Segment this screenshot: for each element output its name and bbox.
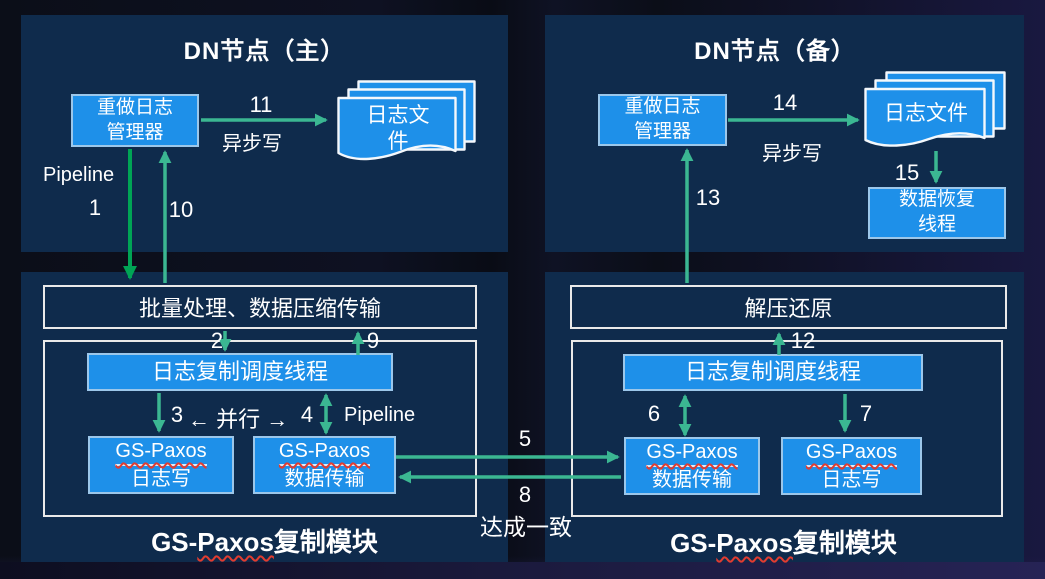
paxos-module-frame-primary [43,340,477,517]
decompress-box: 解压还原 [570,285,1007,329]
gs-paxos-data-transfer-standby-en: GS-Paxos [646,439,738,467]
module-label-standby-prefix: GS- [670,528,717,558]
batch-compress-box: 批量处理、数据压缩传输 [43,285,477,329]
module-label-primary-paxos: Paxos [197,527,274,557]
log-files-standby-label: 日志文件 [884,101,968,125]
data-recovery-thread-label: 数据恢复线程 [898,189,975,235]
label-10: 10 [168,197,194,222]
label-8: 8 [518,482,532,507]
label-2: 2 [210,328,224,353]
label-pipeline-primary: Pipeline [43,164,115,186]
gs-paxos-data-transfer-standby-zh: 数据传输 [652,469,732,491]
gs-paxos-log-writer-primary-zh: 日志写 [131,468,191,490]
label-12: 12 [790,328,816,353]
label-5: 5 [518,426,532,451]
title-dn-standby: DN节点（备） [694,38,856,65]
label-consensus: 达成一致 [480,514,572,540]
batch-compress-label: 批量处理、数据压缩传输 [138,296,381,321]
background-bottom-band [0,562,1045,579]
label-parallel: ← 并行 → [188,407,289,432]
gs-paxos-log-writer-standby: GS-Paxos 日志写 [781,437,922,495]
gs-paxos-data-transfer-primary-en: GS-Paxos [278,438,371,466]
gs-paxos-log-writer-primary-en: GS-Paxos [115,438,207,466]
log-files-stack-primary-icon [337,80,476,161]
label-7: 7 [859,401,873,426]
gs-paxos-data-transfer-standby: GS-Paxos 数据传输 [624,437,760,495]
module-label-primary-suffix: 复制模块 [273,527,378,557]
label-11: 11 [249,92,273,117]
title-dn-primary: DN节点（主） [183,38,346,65]
gs-paxos-log-writer-primary: GS-Paxos 日志写 [88,436,234,494]
label-pipeline-paxos: Pipeline [344,404,416,426]
log-replication-scheduler-standby: 日志复制调度线程 [623,354,923,391]
module-label-standby-paxos: Paxos [716,528,793,558]
module-label-standby: GS-Paxos复制模块 [543,523,1024,560]
label-13: 13 [695,185,721,210]
label-4: 4 [300,402,314,427]
gs-paxos-data-transfer-primary: GS-Paxos 数据传输 [253,436,396,494]
label-9: 9 [366,328,380,353]
label-async-write-primary: 异步写 [222,133,282,155]
module-label-standby-suffix: 复制模块 [792,528,897,558]
decompress-label: 解压还原 [744,296,833,321]
label-1: 1 [88,195,102,220]
data-recovery-thread: 数据恢复线程 [868,187,1006,239]
label-6: 6 [647,401,661,426]
gs-paxos-log-writer-standby-zh: 日志写 [821,469,882,491]
label-14: 14 [772,90,798,115]
log-replication-scheduler-primary: 日志复制调度线程 [87,353,393,391]
label-async-write-standby: 异步写 [762,143,822,165]
gs-paxos-data-transfer-primary-zh: 数据传输 [284,468,365,490]
log-replication-scheduler-standby-label: 日志复制调度线程 [684,359,861,385]
log-replication-scheduler-primary-label: 日志复制调度线程 [151,358,328,384]
panel-paxos-standby [545,272,1024,562]
log-files-primary-label: 日志文件 [366,103,430,153]
redo-log-manager-standby-label: 重做日志管理器 [624,96,701,142]
redo-log-manager-primary: 重做日志管理器 [71,94,199,147]
module-label-primary: GS-Paxos复制模块 [21,522,508,559]
redo-log-manager-primary-label: 重做日志管理器 [96,96,173,143]
panel-paxos-primary [21,272,508,562]
label-3: 3 [170,402,184,427]
label-15: 15 [894,160,920,185]
log-files-stack-standby-icon [864,71,1006,147]
module-label-primary-prefix: GS- [151,527,198,557]
redo-log-manager-standby: 重做日志管理器 [598,94,727,146]
paxos-module-frame-standby [571,340,1003,517]
gs-paxos-log-writer-standby-en: GS-Paxos [805,439,898,467]
